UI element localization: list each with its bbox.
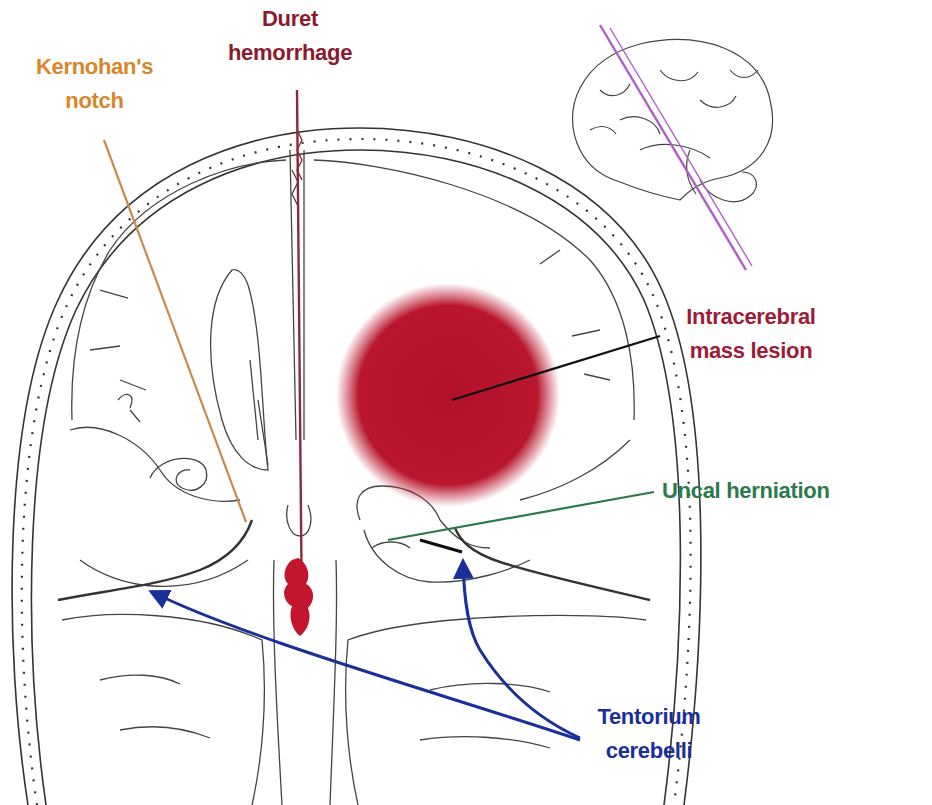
leader-line bbox=[452, 336, 660, 400]
duret-hemorrhage bbox=[284, 558, 313, 636]
brain-outline bbox=[70, 150, 634, 805]
lesion-label: Intracerebral mass lesion bbox=[666, 300, 836, 368]
leader-line bbox=[104, 140, 246, 522]
structure-label: Kernohan's notch bbox=[22, 50, 167, 118]
plane-line bbox=[600, 25, 752, 270]
tentorium-line bbox=[58, 520, 650, 600]
uncus-mark bbox=[420, 540, 462, 552]
leader-line bbox=[297, 90, 302, 625]
cerebellum-outline bbox=[62, 615, 646, 805]
herniation-label: Uncal herniation bbox=[662, 474, 882, 508]
leader-line bbox=[388, 492, 654, 540]
pointer-arrow bbox=[152, 592, 580, 740]
pointer-arrow bbox=[463, 562, 580, 738]
brain-inset bbox=[573, 40, 773, 202]
lesion-label: Duret hemorrhage bbox=[210, 2, 370, 70]
leader-line bbox=[297, 130, 302, 180]
skull-outline bbox=[12, 128, 701, 805]
mass-lesion bbox=[336, 283, 560, 507]
structure-label: Tentorium cerebelli bbox=[584, 700, 714, 768]
